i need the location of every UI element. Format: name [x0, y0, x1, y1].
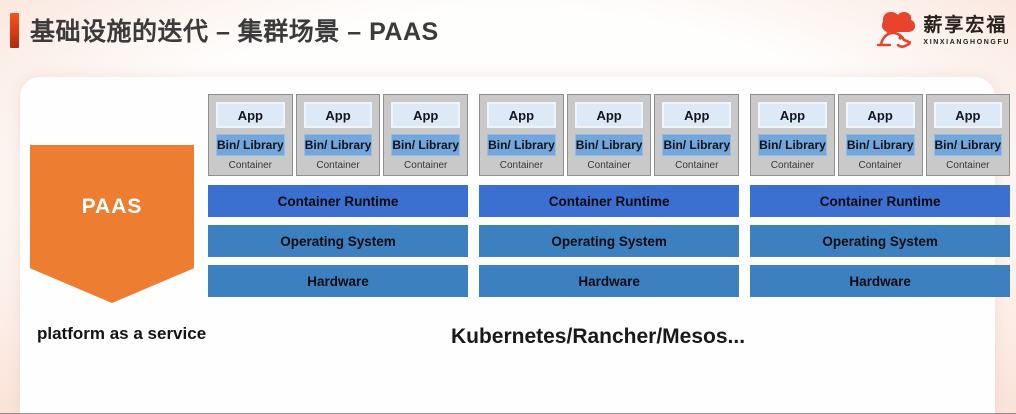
- app-box: App: [933, 102, 1003, 128]
- hardware-bar: Hardware: [208, 265, 469, 297]
- container-box: App Bin/ Library Container: [654, 94, 740, 176]
- container-box: App Bin/ Library Container: [837, 94, 923, 176]
- logo-company-name-latin: XINXIANGHONGFU: [923, 38, 1010, 46]
- container-box: App Bin/ Library Container: [383, 94, 469, 176]
- clusters-region: App Bin/ Library Container App Bin/ Libr…: [208, 94, 1011, 297]
- container-caption: Container: [316, 160, 360, 171]
- bin-library-box: Bin/ Library: [662, 134, 732, 156]
- cloud-dog-logo-icon: [877, 12, 916, 48]
- bin-library-box: Bin/ Library: [758, 134, 827, 156]
- container-caption: Container: [946, 160, 990, 171]
- paas-label: PAAS: [81, 195, 143, 218]
- cluster-1-containers-row: App Bin/ Library Container App Bin/ Libr…: [208, 94, 469, 176]
- cluster-2: App Bin/ Library Container App Bin/ Libr…: [479, 94, 740, 297]
- paas-caption: platform as a service: [37, 324, 207, 343]
- cluster-3-containers-row: App Bin/ Library Container App Bin/ Libr…: [750, 94, 1011, 176]
- paas-arrow-shape: PAAS: [30, 145, 194, 303]
- page-title: 基础设施的迭代 – 集群场景 – PAAS: [30, 18, 439, 46]
- app-box: App: [216, 102, 285, 128]
- container-box: App Bin/ Library Container: [566, 94, 652, 176]
- app-box: App: [845, 102, 915, 128]
- operating-system-bar: Operating System: [750, 225, 1011, 257]
- app-box: App: [758, 102, 827, 128]
- app-box: App: [574, 102, 644, 128]
- operating-system-bar: Operating System: [479, 225, 740, 257]
- app-box: App: [662, 102, 732, 128]
- container-box: App Bin/ Library Container: [208, 94, 293, 176]
- hardware-bar: Hardware: [750, 265, 1011, 297]
- app-box: App: [487, 102, 556, 128]
- container-caption: Container: [404, 160, 448, 171]
- container-box: App Bin/ Library Container: [479, 94, 564, 176]
- cluster-1: App Bin/ Library Container App Bin/ Libr…: [208, 94, 469, 297]
- container-runtime-bar: Container Runtime: [479, 185, 740, 217]
- bin-library-box: Bin/ Library: [303, 134, 373, 156]
- operating-system-bar: Operating System: [208, 225, 469, 257]
- container-box: App Bin/ Library Container: [750, 94, 835, 176]
- container-caption: Container: [587, 160, 631, 171]
- app-box: App: [303, 102, 373, 128]
- container-caption: Container: [770, 160, 815, 171]
- bin-library-box: Bin/ Library: [487, 134, 556, 156]
- bin-library-box: Bin/ Library: [216, 134, 285, 156]
- container-caption: Container: [675, 160, 719, 171]
- app-box: App: [391, 102, 461, 128]
- container-caption: Container: [499, 160, 544, 171]
- container-caption: Container: [228, 160, 273, 171]
- hardware-bar: Hardware: [479, 265, 740, 297]
- logo-company-name: 薪享宏福: [923, 15, 1008, 37]
- orchestrators-caption: Kubernetes/Rancher/Mesos...: [450, 325, 746, 348]
- company-logo: 薪享宏福 XINXIANGHONGFU: [870, 4, 1010, 54]
- cluster-3: App Bin/ Library Container App Bin/ Libr…: [750, 94, 1011, 297]
- cluster-2-containers-row: App Bin/ Library Container App Bin/ Libr…: [479, 94, 740, 176]
- bin-library-box: Bin/ Library: [391, 134, 461, 156]
- bin-library-box: Bin/ Library: [933, 134, 1003, 156]
- container-runtime-bar: Container Runtime: [750, 185, 1011, 217]
- logo-text: 薪享宏福 XINXIANGHONGFU: [923, 12, 1010, 46]
- container-box: App Bin/ Library Container: [925, 94, 1011, 176]
- bin-library-box: Bin/ Library: [574, 134, 644, 156]
- title-accent-bar: [10, 13, 19, 48]
- container-runtime-bar: Container Runtime: [208, 185, 469, 217]
- bin-library-box: Bin/ Library: [845, 134, 915, 156]
- container-caption: Container: [858, 160, 902, 171]
- container-box: App Bin/ Library Container: [295, 94, 381, 176]
